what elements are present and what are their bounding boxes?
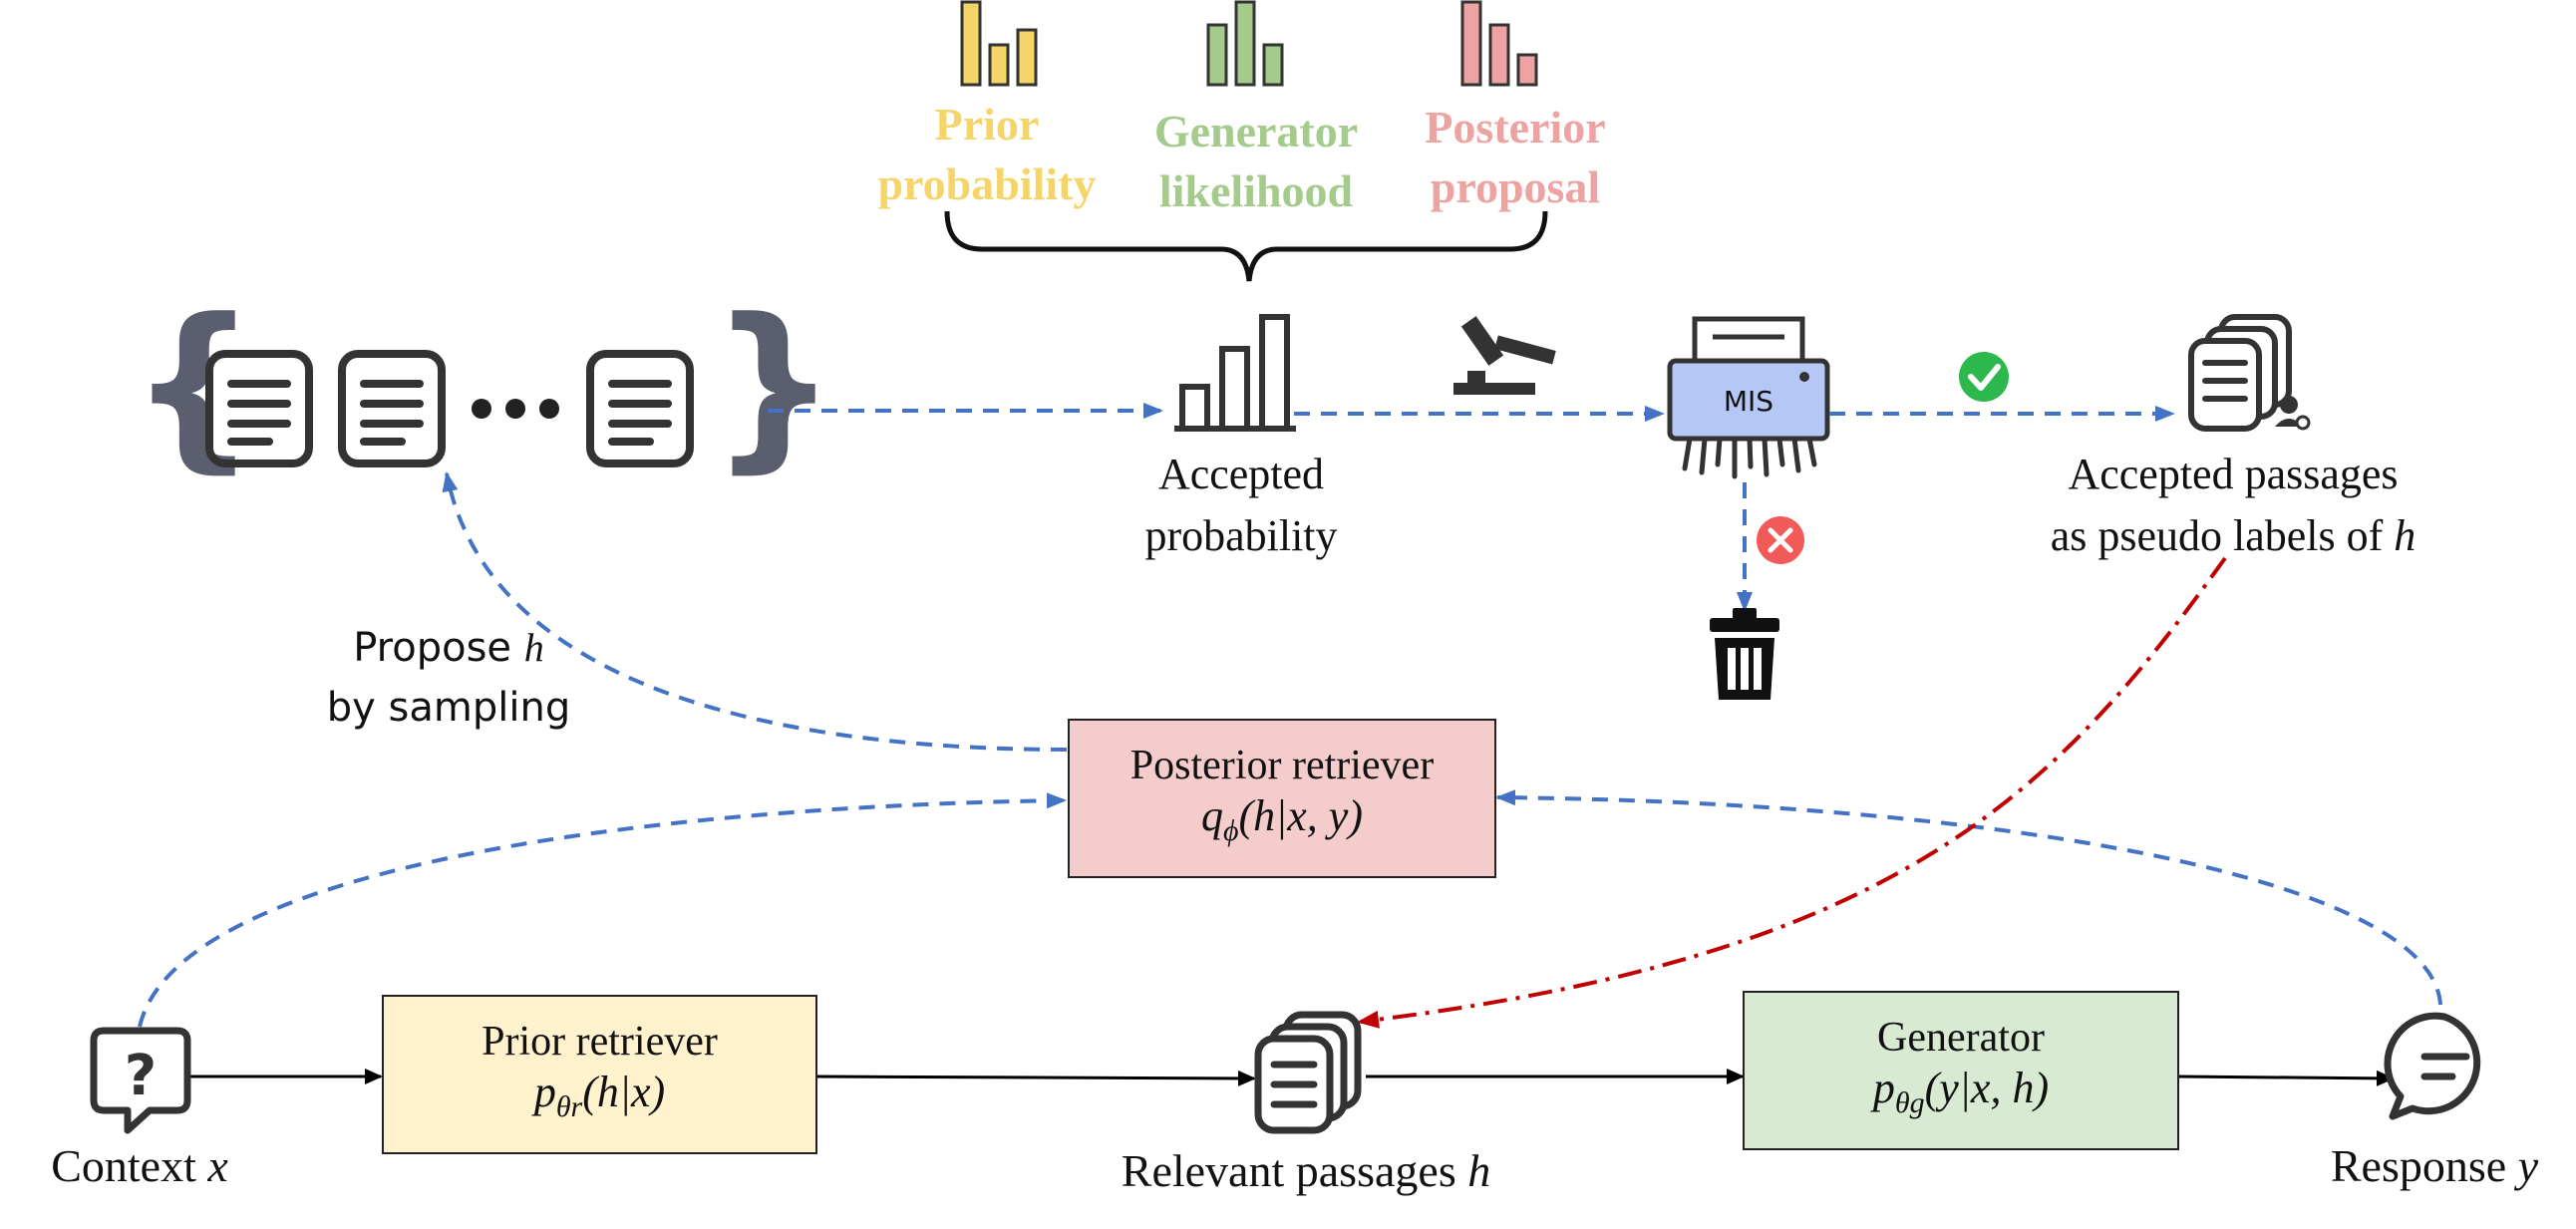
posterior-retriever-box: Posterior retriever qϕ(h|x, y) [1068, 719, 1496, 878]
response-label: Response y [2293, 1136, 2576, 1196]
prior-retriever-title: Prior retriever [482, 1018, 718, 1065]
relevant-text: Relevant passages [1121, 1145, 1468, 1196]
prior-retriever-formula: pθr(h|x) [534, 1067, 665, 1133]
posterior-retriever-formula: qϕ(h|x, y) [1201, 790, 1363, 857]
legend-posterior-line2: proposal [1430, 161, 1601, 212]
gavel-icon [1453, 316, 1556, 395]
context-label: Context x [10, 1136, 269, 1196]
arrow-generator-to-response [2178, 1070, 2395, 1086]
posterior-formula-sub: ϕ [1223, 813, 1239, 847]
dashdot-arrow-pseudo-labels [1357, 556, 2227, 1029]
prior-formula-sub: θr [555, 1089, 583, 1123]
stacked-documents-icon [2188, 314, 2311, 432]
accepted-probability-line1: Accepted [1157, 450, 1325, 498]
posterior-retriever-title: Posterior retriever [1129, 742, 1435, 788]
stacked-documents-icon [1254, 1011, 1362, 1134]
question-bubble-icon: ? [90, 1027, 191, 1134]
generator-formula-args: (y|x, h) [1924, 1063, 2050, 1112]
trash-icon [1710, 608, 1779, 700]
svg-text:?: ? [125, 1044, 157, 1108]
response-var: y [2517, 1140, 2539, 1191]
accepted-passages-line2: as pseudo labels of h [1984, 505, 2482, 567]
legend-generator-line2: likelihood [1158, 165, 1354, 216]
propose-line2: by sampling [326, 685, 571, 731]
accepted-probability-label: Accepted probability [1087, 444, 1396, 567]
propose-line1-text: Propose [353, 625, 524, 671]
context-text: Context [51, 1140, 208, 1191]
legend-generator-label: Generator likelihood [1117, 102, 1396, 221]
cross-icon [1757, 516, 1804, 564]
legend-brace [944, 210, 1548, 282]
right-brace-icon: } [710, 281, 837, 489]
posterior-bars-icon [1460, 0, 1538, 87]
context-var: x [207, 1140, 228, 1191]
ellipsis-icon [472, 399, 559, 419]
legend-prior-line1: Prior [934, 99, 1040, 150]
generator-formula-fn: p [1872, 1063, 1895, 1112]
relevant-passages-label: Relevant passages h [1057, 1141, 1555, 1201]
dashed-arrow-context-to-posterior [138, 792, 1067, 1028]
accepted-passages-label: Accepted passages as pseudo labels of h [1984, 444, 2482, 567]
prior-bars-icon [960, 0, 1038, 87]
propose-label: Propose h by sampling [299, 618, 598, 738]
generator-bars-icon [1206, 0, 1284, 87]
propose-line1: Propose h [299, 618, 598, 678]
legend-posterior-line1: Posterior [1425, 102, 1606, 153]
relevant-var: h [1467, 1145, 1491, 1196]
bar-chart-icon [1174, 314, 1296, 432]
response-text: Response [2330, 1140, 2518, 1191]
accepted-probability-line2: probability [1144, 511, 1338, 560]
generator-formula: pθg(y|x, h) [1873, 1063, 2049, 1129]
dashed-arrow-response-to-posterior [1495, 789, 2442, 1006]
dashed-arrow-propose [442, 471, 1068, 752]
posterior-formula-args: (h|x, y) [1238, 790, 1363, 840]
generator-box: Generator pθg(y|x, h) [1743, 991, 2179, 1150]
document-icon [590, 354, 690, 463]
propose-var: h [523, 625, 544, 670]
generator-formula-sub: θg [1894, 1085, 1925, 1119]
prior-retriever-box: Prior retriever pθr(h|x) [382, 995, 817, 1154]
mis-label: MIS [1724, 385, 1773, 418]
legend-prior-line2: probability [877, 158, 1097, 209]
accepted-passages-var: h [2394, 511, 2416, 560]
generator-title: Generator [1877, 1014, 2045, 1061]
arrow-prior-to-relevant [816, 1070, 1256, 1086]
document-icon [342, 354, 442, 463]
shredder-icon [1667, 316, 1830, 479]
prior-formula-fn: p [533, 1067, 556, 1116]
legend-prior-label: Prior probability [857, 95, 1117, 214]
accepted-passages-line1: Accepted passages [2068, 450, 2399, 498]
check-icon [1959, 352, 2009, 402]
accepted-passages-line2-text: as pseudo labels of [2050, 511, 2395, 560]
chat-bubble-icon [2384, 1012, 2481, 1120]
legend-generator-line1: Generator [1153, 106, 1359, 156]
prior-formula-args: (h|x) [582, 1067, 666, 1116]
posterior-formula-fn: q [1201, 790, 1223, 840]
legend-posterior-label: Posterior proposal [1391, 98, 1640, 217]
